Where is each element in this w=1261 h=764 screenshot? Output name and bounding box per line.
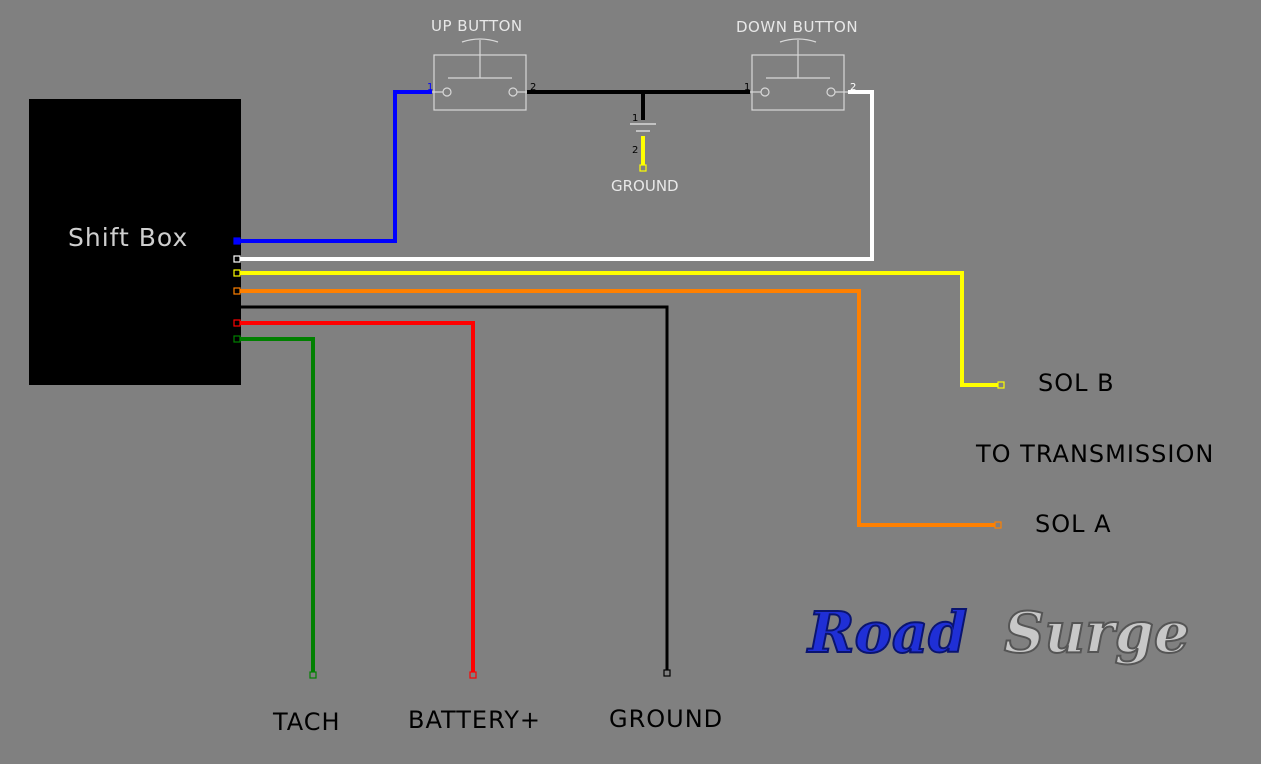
wire-green-tach [237, 337, 315, 675]
end-ground [663, 669, 671, 677]
wire-end-pins [309, 164, 1005, 679]
pin-yellow [233, 269, 241, 277]
down-button-plunger-cap [779, 38, 817, 43]
pin-white [233, 255, 241, 263]
battery-label: BATTERY+ [408, 706, 541, 734]
down-button-pin2: 2 [850, 82, 856, 93]
wire-yellow-sol-b [237, 271, 1000, 387]
end-sol-b [997, 381, 1005, 389]
pin-black [233, 303, 241, 311]
down-button-terminal-1 [760, 87, 770, 97]
shift-box-label: Shift Box [68, 223, 188, 252]
wire-blue-up [237, 90, 432, 243]
shift-box-pins [233, 237, 241, 343]
end-sol-a [994, 521, 1002, 529]
sol-b-label: SOL B [1038, 369, 1115, 397]
pin-orange [233, 287, 241, 295]
to-transmission-label: TO TRANSMISSION [975, 440, 1214, 468]
down-button-label: DOWN BUTTON [736, 18, 858, 36]
button-ground-symbol: 1 2 GROUND [611, 113, 679, 195]
end-tach [309, 671, 317, 679]
logo-road-text: Road [806, 600, 967, 666]
shift-box-body [29, 99, 241, 385]
ground-pin2: 2 [632, 145, 638, 156]
pin-red [233, 319, 241, 327]
up-button-pin1: 1 [427, 82, 433, 93]
up-button-terminal-2 [508, 87, 518, 97]
sol-a-label: SOL A [1035, 510, 1112, 538]
roadsurge-logo: Road Surge [805, 599, 1190, 667]
down-button-terminal-2 [826, 87, 836, 97]
pin-blue [233, 237, 241, 245]
pin-green [233, 335, 241, 343]
down-button-pin1: 1 [744, 82, 750, 93]
logo-surge-text: Surge [1004, 600, 1189, 666]
down-button-switch: DOWN BUTTON 1 2 [736, 18, 858, 111]
wire-orange-sol-a [237, 289, 997, 527]
up-button-plunger-cap [461, 38, 499, 43]
ground-pin1: 1 [632, 113, 638, 124]
up-button-pin2: 2 [530, 82, 536, 93]
wire-black-ground [237, 305, 669, 673]
up-button-switch: UP BUTTON 1 2 [427, 17, 536, 111]
up-button-terminal-1 [442, 87, 452, 97]
shift-box: Shift Box [29, 99, 241, 385]
ground-label: GROUND [609, 705, 723, 733]
up-button-label: UP BUTTON [431, 17, 523, 35]
end-battery [469, 671, 477, 679]
wire-white-down [237, 90, 874, 261]
tach-label: TACH [272, 708, 341, 736]
wire-red-battery [237, 321, 475, 675]
wires [237, 90, 1000, 675]
end-button-ground [639, 164, 647, 172]
button-ground-label: GROUND [611, 177, 679, 195]
